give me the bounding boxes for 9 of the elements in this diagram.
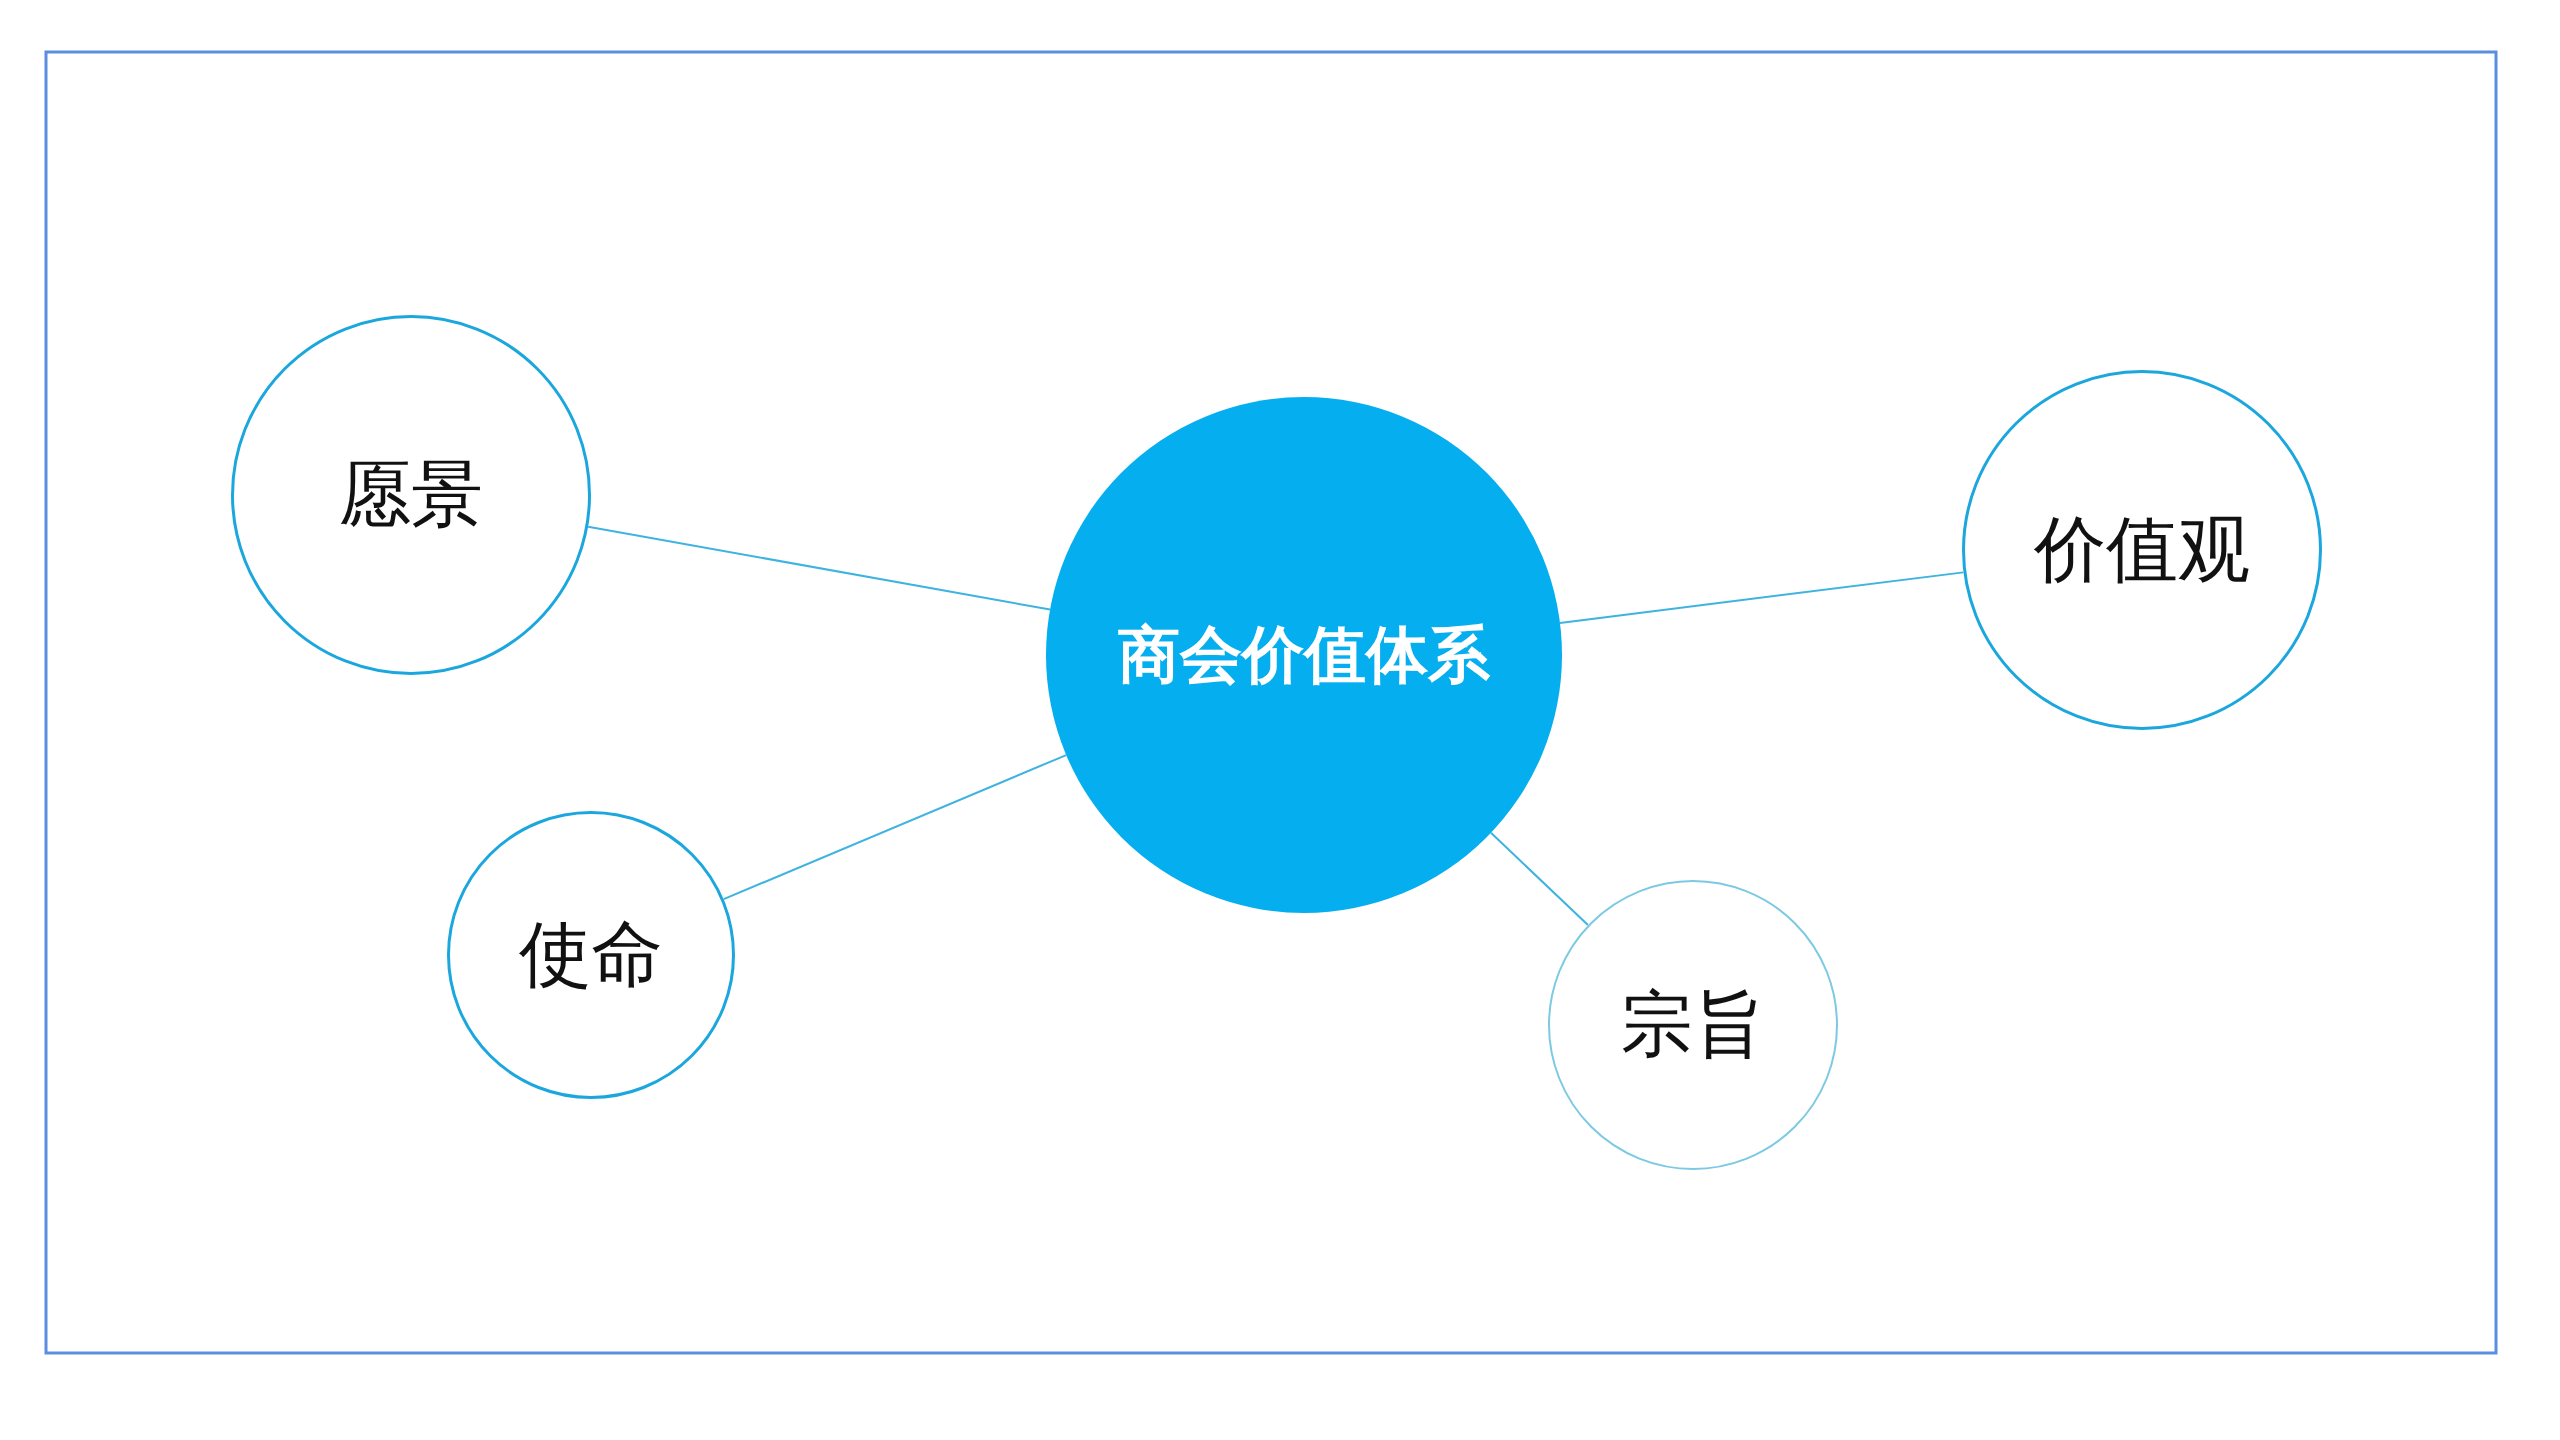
circle-label: 使命 bbox=[519, 911, 663, 998]
connector-line bbox=[1489, 831, 1589, 927]
circle-label: 商会价值体系 bbox=[1118, 617, 1490, 693]
circle-label: 价值观 bbox=[2034, 506, 2250, 593]
connector-line bbox=[1559, 571, 1965, 624]
connector-line bbox=[587, 525, 1052, 611]
connector-line bbox=[722, 754, 1068, 901]
circle-label: 宗旨 bbox=[1621, 981, 1765, 1068]
circle-label: 愿景 bbox=[339, 451, 483, 538]
